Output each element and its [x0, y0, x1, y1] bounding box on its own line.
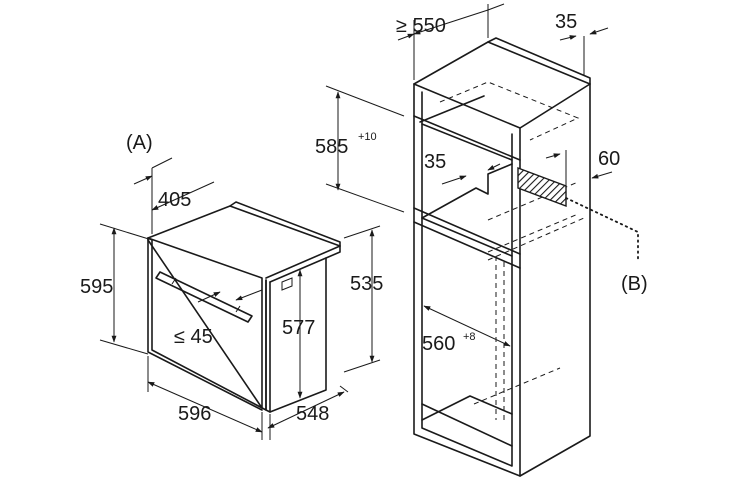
cabinet-upper-shelf: [413, 115, 521, 161]
cabinet-dimensions: [325, 3, 639, 347]
label-niche-width: 560: [422, 333, 455, 355]
oven-top-rim: [229, 201, 341, 247]
label-back-gap: 35: [555, 11, 577, 33]
label-cabinet-depth: ≥ 550: [396, 15, 446, 37]
oven-latch: [281, 277, 293, 291]
dim-line-handle: [235, 289, 263, 301]
oven-handle: [155, 271, 253, 323]
oven-top-face: [147, 205, 341, 279]
label-niche-width-tolerance: +8: [463, 331, 476, 343]
dim-line-cabinet-depth: [413, 9, 489, 35]
cabinet-top-back: [487, 37, 591, 85]
callout-b-label: (B): [621, 273, 648, 295]
dim-line-vent-offset: [487, 163, 501, 171]
tall-cabinet-drawing: [413, 37, 591, 477]
dim-line-vent-depth: [591, 171, 613, 179]
label-height: 595: [80, 276, 113, 298]
callout-a-label: (A): [126, 132, 153, 154]
oven-front-panel: [147, 237, 263, 409]
label-inner-height: 577: [282, 317, 315, 339]
label-depth-total: 548: [296, 403, 329, 425]
callout-b-leader: [565, 197, 639, 263]
dim-line-niche-width: [423, 305, 511, 347]
dim-line-back-gap: [589, 27, 609, 35]
dim-line-width: [147, 381, 263, 433]
oven-drawing: [147, 201, 341, 413]
vent-opening-hatched: [517, 166, 567, 208]
label-body-depth: 405: [158, 189, 191, 211]
cabinet-niche-top: [413, 207, 521, 257]
cabinet-niche-floor: [421, 395, 513, 421]
label-vent-offset: 35: [424, 151, 446, 173]
dim-line-body-depth: [151, 181, 215, 211]
cabinet-inner-frame: [421, 91, 513, 467]
label-handle-clearance: ≤ 45: [174, 326, 213, 348]
label-vent-depth: 60: [598, 148, 620, 170]
cabinet-shelf-underside: [413, 221, 521, 269]
dim-line-depth: [267, 391, 345, 429]
label-niche-height-tolerance: +10: [358, 131, 377, 143]
oven-handle-brackets: [171, 277, 241, 313]
label-body-height: 535: [350, 273, 383, 295]
label-width: 596: [178, 403, 211, 425]
oven-body-back: [325, 245, 341, 259]
oven-dimensions: [99, 157, 381, 440]
oven-front-frame: [151, 239, 267, 411]
cabinet-top: [413, 41, 591, 129]
cabinet-hidden-top: [439, 81, 580, 141]
oven-side-edge: [265, 279, 271, 413]
cabinet-right-side: [519, 83, 591, 477]
label-niche-height: 585: [315, 136, 348, 158]
